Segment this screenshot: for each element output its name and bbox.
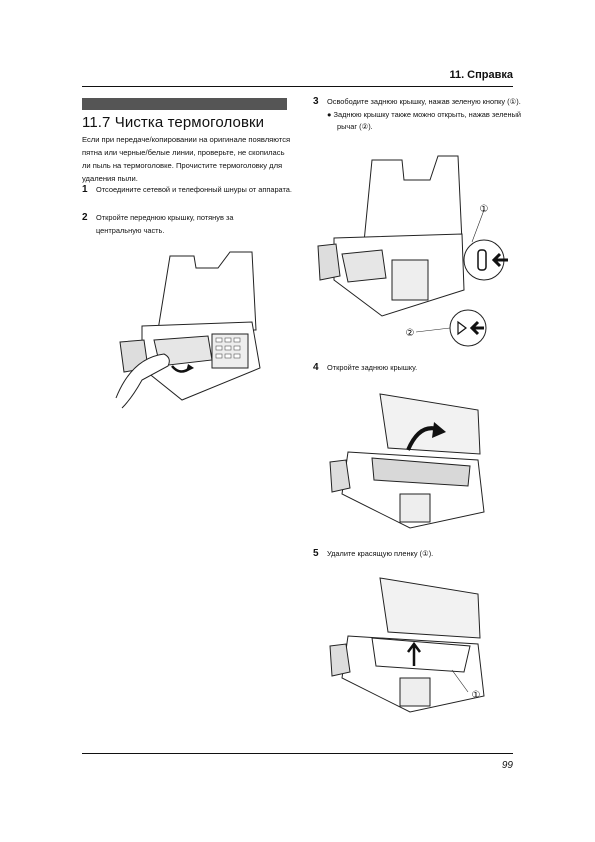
footer-rule — [82, 753, 513, 754]
fax-release-button-illustration: ① ② — [317, 155, 508, 347]
section-bar — [82, 98, 287, 110]
section-title: 11.7 Чистка термоголовки — [82, 114, 265, 131]
callout-2: ② — [406, 328, 415, 339]
step-number: 5 — [313, 548, 319, 559]
step-number: 2 — [82, 212, 88, 223]
step-number: 1 — [82, 184, 88, 195]
step-4: 4 Откройте заднюю крышку. — [313, 362, 513, 375]
intro-paragraph: Если при передаче/копировании на оригина… — [82, 135, 291, 183]
step-text: Удалите красящую пленку (①). — [327, 549, 434, 558]
step-text: Откройте переднюю крышку, потянув за цен… — [96, 213, 234, 235]
step-5: 5 Удалите красящую пленку (①). — [313, 548, 513, 561]
chapter-title: 11. Справка — [449, 69, 513, 81]
header-rule — [82, 86, 513, 87]
callout-1: ① — [480, 204, 489, 215]
callout-1: ① — [472, 690, 481, 701]
step-bullet: ● Заднюю крышку также можно открыть, наж… — [327, 109, 522, 132]
fax-remove-ink-film-illustration: ① — [329, 577, 485, 713]
step-text: Откройте заднюю крышку. — [327, 363, 418, 372]
step-1: 1 Отсоедините сетевой и телефонный шнуры… — [82, 184, 292, 197]
step-number: 4 — [313, 362, 319, 373]
step-text: Освободите заднюю крышку, нажав зеленую … — [327, 97, 521, 106]
fax-open-back-cover-illustration — [329, 393, 485, 529]
step-number: 3 — [313, 96, 319, 107]
step-3: 3 Освободите заднюю крышку, нажав зелену… — [313, 96, 523, 134]
step-2: 2 Откройте переднюю крышку, потянув за ц… — [82, 212, 262, 237]
step-bullet-text: Заднюю крышку также можно открыть, нажав… — [333, 109, 522, 132]
page-number: 99 — [501, 760, 513, 771]
step-text: Отсоедините сетевой и телефонный шнуры о… — [96, 185, 292, 194]
fax-front-cover-illustration — [115, 251, 261, 409]
